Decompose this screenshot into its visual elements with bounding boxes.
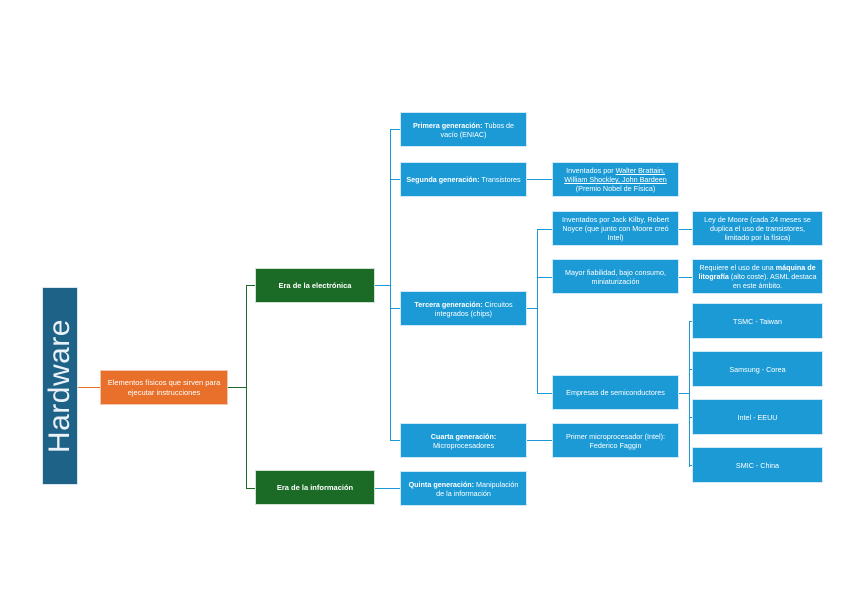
node-gen2-inventors-post: (Premio Nobel de Física) <box>575 184 656 193</box>
node-era-informacion[interactable]: Era de la información <box>255 470 375 505</box>
node-first-microprocessor-label: Primer microprocesador (Intel): Federico… <box>565 431 666 450</box>
node-quinta-generacion[interactable]: Quinta generación: Manipulación de la in… <box>400 471 527 506</box>
connector-gen2-to-inventors <box>527 179 552 180</box>
node-company-smic-label: SMIC - China <box>735 460 780 470</box>
connector-trunk-to-gen3 <box>390 308 400 309</box>
connector-gen3-to-benefits <box>537 277 552 278</box>
node-first-microprocessor[interactable]: Primer microprocesador (Intel): Federico… <box>552 423 679 458</box>
connector-gen4-to-microprocessor <box>527 440 552 441</box>
node-moore-law-label: Ley de Moore (cada 24 meses se duplica e… <box>704 215 811 242</box>
node-tercera-generacion[interactable]: Tercera generación: Circuitos integrados… <box>400 291 527 326</box>
connector-trunk-to-gen1 <box>390 129 400 130</box>
node-company-intel[interactable]: Intel - EEUU <box>692 399 823 435</box>
connector-trunk-to-era-informacion <box>246 488 255 489</box>
node-gen2-inventors-names: Walter Brattain, William Shockley, John … <box>564 166 667 184</box>
root-node-label: Hardware <box>43 318 77 454</box>
node-segunda-generacion[interactable]: Segunda generación: Transistores <box>400 162 527 197</box>
node-definition-label: Elementos físicos que sirven para ejecut… <box>107 378 221 397</box>
node-gen3-inventors[interactable]: Inventados por Jack Kilby, Robert Noyce … <box>552 211 679 246</box>
connector-gen3-to-inventors <box>537 229 552 230</box>
connector-era-informacion-to-gen5 <box>375 488 400 489</box>
node-lithography-post: (alto coste). ASML destaca en este ámbit… <box>728 272 817 290</box>
node-tercera-generacion-rest: Circuitos integrados (chips) <box>434 299 513 318</box>
node-definition[interactable]: Elementos físicos que sirven para ejecut… <box>100 370 228 405</box>
node-company-smic[interactable]: SMIC - China <box>692 447 823 483</box>
node-gen3-benefits[interactable]: Mayor fiabilidad, bajo consumo, miniatur… <box>552 259 679 294</box>
node-primera-generacion-bold: Primera generación: <box>412 120 483 130</box>
connector-gen3-to-companies <box>537 393 552 394</box>
connector-gen3-out <box>527 308 537 309</box>
node-moore-law[interactable]: Ley de Moore (cada 24 meses se duplica e… <box>692 211 823 246</box>
root-node-hardware[interactable]: Hardware <box>42 287 78 485</box>
connector-era-electronica-out <box>375 285 390 286</box>
node-era-electronica-label: Era de la electrónica <box>278 280 352 290</box>
node-lithography-pre: Requiere el uso de una <box>699 263 776 272</box>
node-segunda-generacion-text: Segunda generación: Transistores <box>406 175 521 184</box>
node-lithography[interactable]: Requiere el uso de una máquina de litogr… <box>692 259 823 294</box>
node-gen2-inventors-text: Inventados por Walter Brattain, William … <box>558 166 673 193</box>
node-gen2-inventors[interactable]: Inventados por Walter Brattain, William … <box>552 162 679 197</box>
connector-companies-trunk <box>689 321 690 467</box>
node-lithography-text: Requiere el uso de una máquina de litogr… <box>698 263 817 290</box>
node-gen3-benefits-label: Mayor fiabilidad, bajo consumo, miniatur… <box>564 267 667 286</box>
connector-root-to-definition <box>78 387 100 388</box>
connector-benefits-to-lithography <box>679 277 692 278</box>
node-gen3-inventors-label: Inventados por Jack Kilby, Robert Noyce … <box>562 215 669 242</box>
node-primera-generacion[interactable]: Primera generación: Tubos de vacío (ENIA… <box>400 112 527 147</box>
node-tercera-generacion-text: Tercera generación: Circuitos integrados… <box>406 300 521 318</box>
node-quinta-generacion-bold: Quinta generación: <box>408 479 475 489</box>
node-era-informacion-label: Era de la información <box>276 482 354 492</box>
node-company-samsung[interactable]: Samsung - Corea <box>692 351 823 387</box>
node-segunda-generacion-rest: Transistores <box>479 175 521 184</box>
node-segunda-generacion-bold: Segunda generación: <box>406 175 480 184</box>
node-lithography-bold: máquina de litografía <box>698 263 816 281</box>
node-semiconductor-companies[interactable]: Empresas de semiconductores <box>552 375 679 410</box>
connector-gen3-branch-trunk <box>537 229 538 393</box>
node-cuarta-generacion-bold: Cuarta generación: <box>430 431 497 441</box>
node-company-intel-label: Intel - EEUU <box>737 412 778 422</box>
connector-companies-out <box>679 393 689 394</box>
node-cuarta-generacion[interactable]: Cuarta generación: Microprocesadores <box>400 423 527 458</box>
connector-inventors-to-moore <box>679 229 692 230</box>
node-primera-generacion-rest: Tubos de vacío (ENIAC) <box>440 120 515 139</box>
connector-trunk-to-era-electronica <box>246 285 255 286</box>
node-cuarta-generacion-rest: Microprocesadores <box>432 440 495 450</box>
connector-green-trunk <box>246 285 247 488</box>
connector-trunk-to-gen4 <box>390 440 400 441</box>
node-company-samsung-label: Samsung - Corea <box>729 364 786 374</box>
node-cuarta-generacion-text: Cuarta generación: Microprocesadores <box>406 432 521 450</box>
node-gen2-inventors-pre: Inventados por <box>566 166 616 175</box>
node-era-electronica[interactable]: Era de la electrónica <box>255 268 375 303</box>
node-primera-generacion-text: Primera generación: Tubos de vacío (ENIA… <box>406 121 521 139</box>
connector-generations-trunk <box>390 129 391 440</box>
node-company-tsmc[interactable]: TSMC - Taiwan <box>692 303 823 339</box>
node-company-tsmc-label: TSMC - Taiwan <box>733 316 782 326</box>
node-quinta-generacion-text: Quinta generación: Manipulación de la in… <box>406 480 521 498</box>
connector-trunk-to-gen2 <box>390 179 400 180</box>
node-tercera-generacion-bold: Tercera generación: <box>414 299 483 309</box>
node-semiconductor-companies-label: Empresas de semiconductores <box>566 388 665 397</box>
node-quinta-generacion-rest: Manipulación de la información <box>436 479 519 498</box>
connector-definition-to-trunk <box>228 387 246 388</box>
